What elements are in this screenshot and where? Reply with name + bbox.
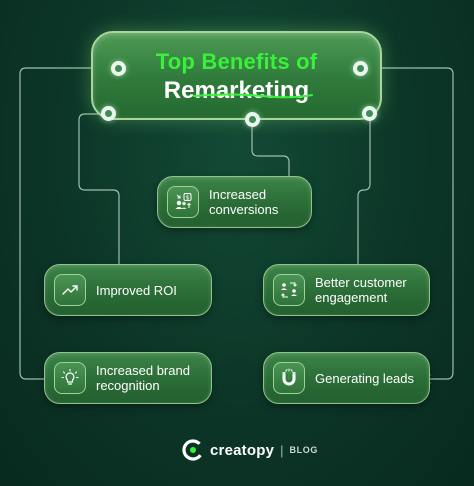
- magnet-icon: [273, 362, 305, 394]
- label-better-customer-engagement: Better customer engagement: [315, 275, 407, 305]
- svg-text:$: $: [186, 194, 190, 201]
- title-box: Top Benefits of Remarketing: [91, 31, 382, 120]
- title-line-2: Remarketing: [163, 77, 310, 104]
- title-underline: [193, 93, 313, 99]
- card-increased-conversions: $ Increased conversions: [157, 176, 312, 228]
- people-dollar-icon: $: [167, 186, 199, 218]
- connector-dot-lower-right: [362, 106, 377, 121]
- connector-dot-bottom-center: [245, 112, 260, 127]
- creatopy-logo-icon: [182, 439, 204, 461]
- footer-brand: creatopy | BLOG: [182, 437, 318, 463]
- lightbulb-icon: [54, 362, 86, 394]
- card-improved-roi: Improved ROI: [44, 264, 212, 316]
- connector-dot-right: [353, 61, 368, 76]
- connector-dot-left: [111, 61, 126, 76]
- label-generating-leads: Generating leads: [315, 370, 415, 386]
- connector-dot-lower-left: [101, 106, 116, 121]
- card-better-customer-engagement: Better customer engagement: [263, 264, 430, 316]
- connector-to-improved-roi: [78, 113, 120, 276]
- brand-name: creatopy: [210, 441, 275, 459]
- trend-up-icon: [54, 274, 86, 306]
- label-improved-roi: Improved ROI: [96, 282, 177, 298]
- brand-section: BLOG: [289, 445, 318, 455]
- connector-to-customer-engagement: [357, 114, 371, 272]
- brand-separator: |: [280, 442, 284, 458]
- label-increased-conversions: Increased conversions: [209, 187, 279, 217]
- label-increased-brand-recognition: Increased brand recognition: [96, 363, 190, 393]
- title-line-1: Top Benefits of: [155, 49, 318, 74]
- card-generating-leads: Generating leads: [263, 352, 430, 404]
- exchange-people-icon: [273, 274, 305, 306]
- card-increased-brand-recognition: Increased brand recognition: [44, 352, 212, 404]
